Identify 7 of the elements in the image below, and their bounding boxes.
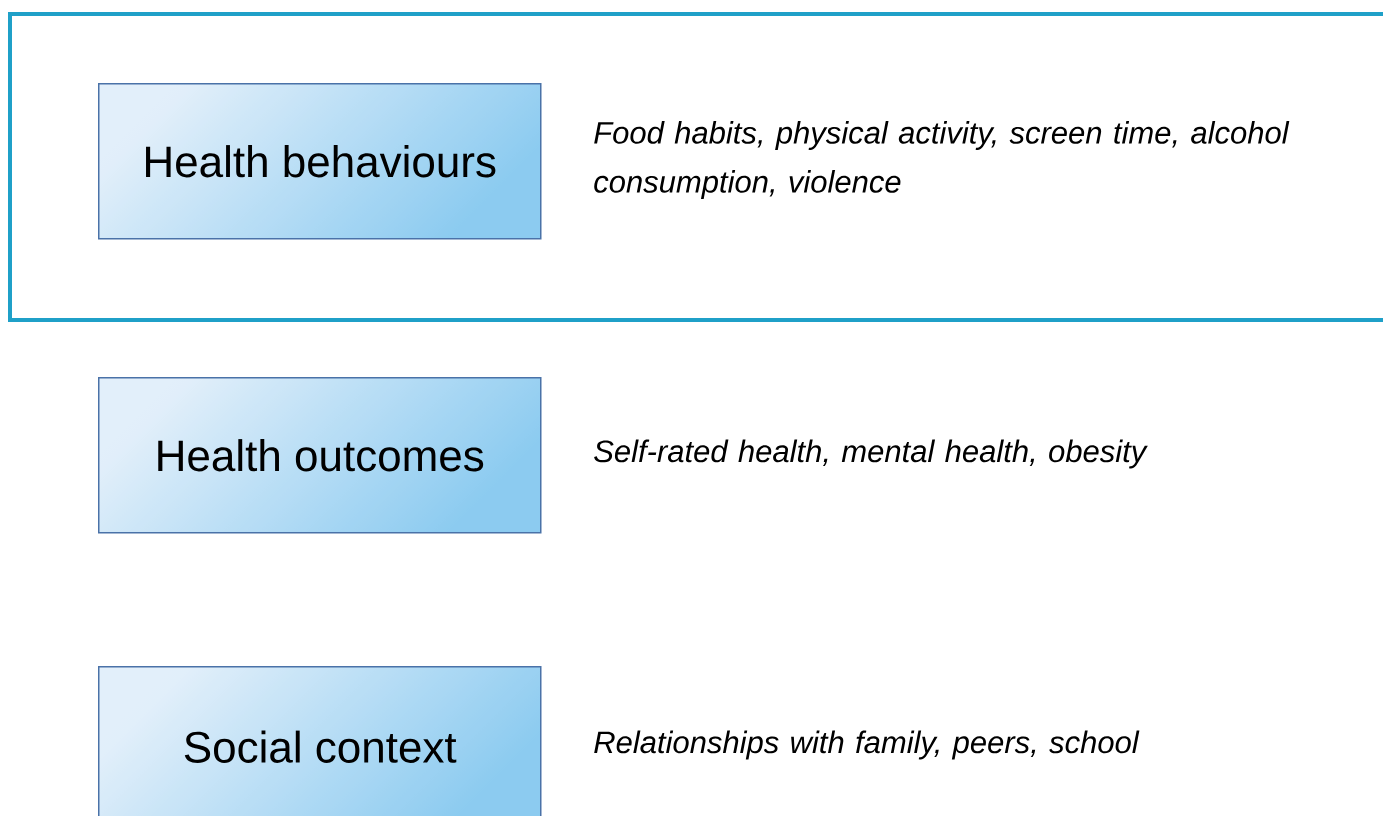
description-text: Relationships with family, peers, school [594,730,1140,760]
description-text: Food habits, physical activity, screen time, alcohol consumption, violence [594,121,1290,199]
highlight-frame [8,12,1383,322]
category-box: Health behaviours [98,83,542,240]
category-box: Social context [98,666,542,816]
description-text: Self-rated health, mental health, obesity [594,439,1148,469]
category-box: Health outcomes [98,377,542,534]
